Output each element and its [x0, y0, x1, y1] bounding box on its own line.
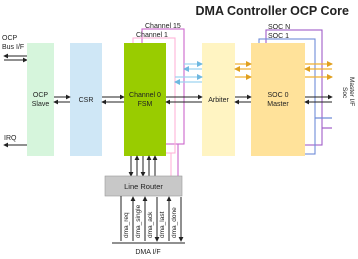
soc-n-label: SOC N [268, 24, 290, 31]
svg-text:OCP: OCP [33, 92, 49, 99]
ocp-bus-label-line2: Bus I/F [2, 44, 24, 51]
soc-master-outputs [304, 61, 333, 129]
arbiter-block: Arbiter [202, 43, 235, 156]
csr-channel-arrows [101, 94, 125, 105]
soc-0-master-block: SOC 0 Master [251, 43, 305, 156]
diagram-title: DMA Controller OCP Core [196, 4, 350, 18]
dma-last-label: dma_last [159, 211, 166, 238]
soc-1-label: SOC 1 [268, 33, 289, 40]
svg-text:Master I/F: Master I/F [348, 77, 355, 106]
channel-line-router-arrows [128, 144, 179, 177]
soc-master-if-label: Soc Master I/F [341, 77, 355, 106]
ocp-bus-arrows [3, 53, 28, 148]
svg-text:Line Router: Line Router [124, 182, 163, 191]
ocp-slave-block: OCP Slave [27, 43, 54, 156]
svg-text:Arbiter: Arbiter [208, 97, 229, 104]
channel-0-fsm-block: Channel 0 FSM [124, 43, 166, 156]
svg-text:Master: Master [267, 101, 289, 108]
dma-done-label: dma_done [171, 207, 178, 238]
irq-label: IRQ [4, 135, 17, 142]
channel-arbiter-arrows [165, 94, 203, 105]
ocp-bus-label-line1: OCP [2, 35, 18, 42]
dma-req-label: dma_req [123, 212, 130, 238]
svg-text:Channel 0: Channel 0 [129, 92, 161, 99]
channel-15-label: Channel 15 [145, 23, 181, 30]
dma-if-label: DMA I/F [135, 249, 160, 256]
channel-1-label: Channel 1 [136, 32, 168, 39]
svg-text:FSM: FSM [138, 101, 153, 108]
ocp-csr-arrows [53, 94, 71, 105]
dma-signal-labels: dma_req dma_single dma_ack dma_last dma_… [123, 204, 178, 238]
arbiter-soc-arrows [234, 94, 252, 105]
dma-ack-label: dma_ack [147, 211, 154, 238]
channel-n-arbiter-arrows [174, 61, 203, 85]
svg-text:Soc: Soc [341, 87, 348, 99]
svg-text:Slave: Slave [32, 101, 50, 108]
svg-text:CSR: CSR [79, 97, 94, 104]
dma-signal-lines [112, 196, 185, 244]
line-router-block: Line Router [104, 175, 183, 197]
dma-single-label: dma_single [135, 204, 142, 238]
arbiter-soc-n-arrows [234, 61, 252, 80]
svg-text:SOC 0: SOC 0 [267, 92, 288, 99]
csr-block: CSR [70, 43, 102, 156]
